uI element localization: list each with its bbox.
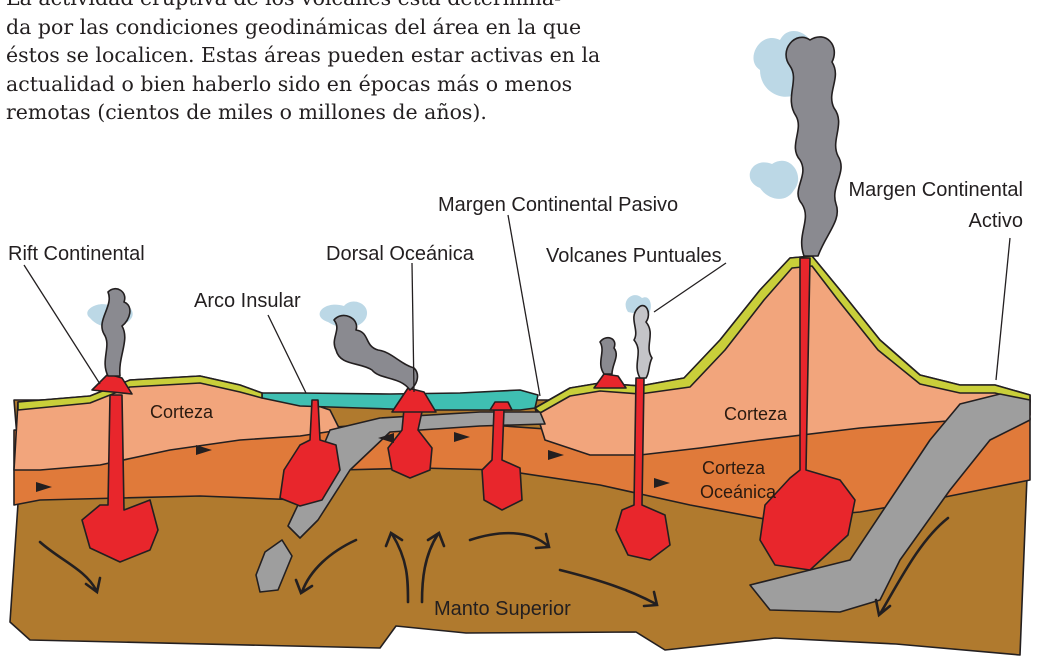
magma-chamber-arc (279, 399, 341, 507)
ridge-volcano-cone (391, 387, 437, 413)
mantle-flow-arrow (420, 532, 440, 604)
label-margen-pasivo: Margen Continental Pasivo (438, 194, 678, 216)
intro-line: La actividad eruptiva de los volcanes es… (6, 0, 674, 13)
rift-volcano-cone (91, 373, 133, 395)
label-margen-activo-line1: Margen Continental (848, 179, 1023, 201)
mantle-flow-arrow-head (384, 531, 404, 548)
label-corteza-left: Corteza (150, 402, 214, 422)
smoke-plume-ridge (319, 301, 419, 391)
mantle-flow-arrow-head (874, 598, 892, 618)
magma-chamber-rift (81, 394, 159, 563)
mantle-flow-arrow-head (426, 531, 446, 548)
label-rift-continental: Rift Continental (8, 243, 145, 265)
label-manto-superior: Manto Superior (434, 598, 571, 620)
mantle-flow-arrow-head (84, 576, 102, 595)
magma-chamber-ridge (387, 397, 433, 479)
mantle-flow-arrow (878, 516, 950, 616)
intro-line: éstos se localicen. Estas áreas pueden e… (6, 43, 601, 67)
mantle-flow-arrow-head (294, 578, 314, 595)
leader-dorsal (411, 262, 415, 393)
label-dorsal-oceanica: Dorsal Oceánica (326, 243, 475, 265)
leader-rift (23, 264, 101, 385)
detached-slab-fragment (255, 539, 293, 593)
plate-motion-markers (36, 432, 670, 492)
intro-line: actualidad o bien haberlo sido en épocas… (6, 71, 573, 96)
label-corteza-oceanica-line1: Corteza (702, 458, 766, 478)
subducting-slab-arc (287, 411, 546, 539)
label-volcanes-puntuales: Volcanes Puntuales (546, 245, 722, 267)
leader-pasivo (507, 214, 541, 397)
mantle-flow-arrow (38, 540, 98, 592)
smoke-plume-active (749, 30, 842, 257)
smoke-plume-hotspot-small (599, 336, 618, 375)
smoke-plume-hotspot (625, 295, 653, 379)
arc-seamount (489, 401, 513, 411)
intro-line: da por las condiciones geodinámicas del … (6, 14, 582, 39)
mantle-flow-arrow (390, 532, 410, 604)
magma-chamber-hotspot (615, 377, 671, 561)
mantle-flow-arrow (558, 568, 658, 606)
smoke-plume-rift (87, 287, 133, 377)
magma-chamber-active (759, 257, 856, 571)
leader-activo (995, 237, 1011, 381)
label-arco-insular: Arco Insular (194, 290, 301, 312)
label-margen-activo-line2: Activo (969, 210, 1023, 232)
label-corteza-oceanica-line2: Oceánica (700, 482, 777, 502)
mantle-flow-arrow-head (642, 590, 659, 608)
mantle-flow-arrow-head (534, 532, 551, 550)
hotspot-volcano-cone (593, 373, 627, 389)
surface-strip-left (17, 375, 263, 411)
intro-paragraph: La actividad eruptiva de los volcanes es… (6, 0, 674, 127)
label-corteza-right: Corteza (724, 404, 788, 424)
subducting-slab-active (749, 393, 1031, 613)
mantle-flow-arrow (468, 531, 550, 548)
leader-puntuales (653, 262, 727, 313)
leader-arco (267, 314, 307, 394)
intro-line: remotas (cientos de miles o millones de … (6, 100, 487, 124)
magma-chamber-ridge-secondary (481, 409, 523, 511)
mantle-flow-arrow (300, 538, 358, 594)
